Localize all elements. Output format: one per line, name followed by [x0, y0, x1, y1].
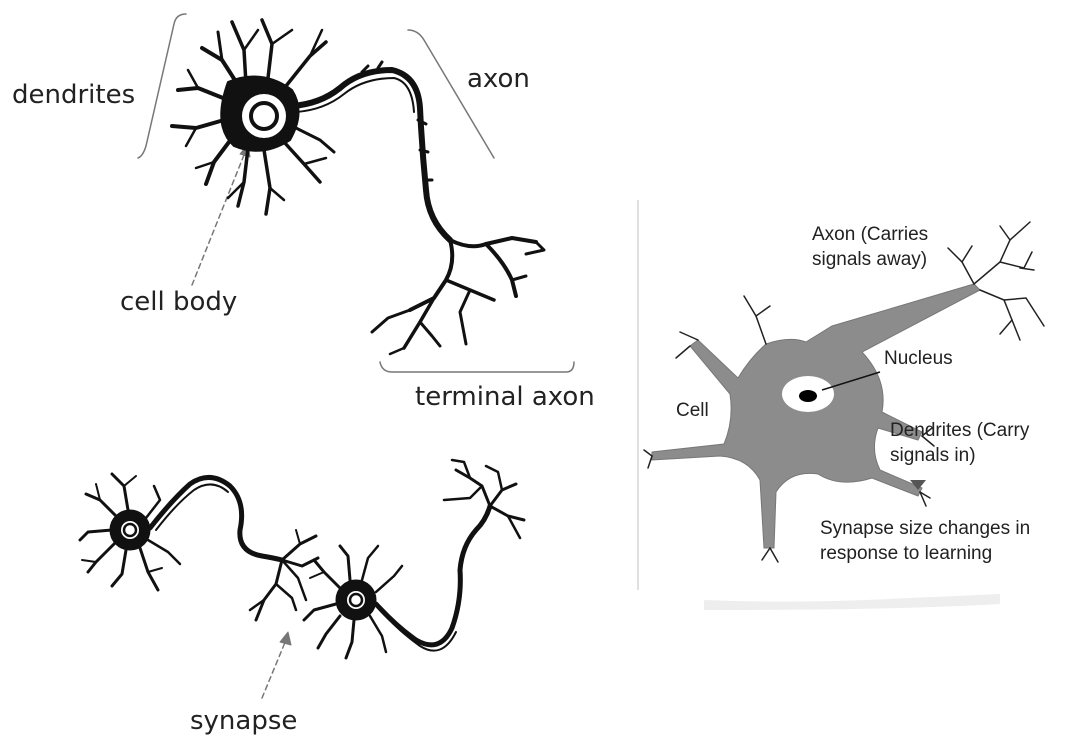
cell-body-label: cell body: [120, 287, 237, 317]
dendrites-carry-line1: Dendrites (Carry: [890, 418, 1029, 443]
synapse-size-line1: Synapse size changes in: [820, 516, 1030, 541]
axon-carries-label: Axon (Carries signals away): [812, 222, 928, 272]
axon-carries-line2: signals away): [812, 247, 928, 272]
cell-body-arrow: [192, 150, 246, 285]
cell-label: Cell: [676, 398, 709, 423]
neuron-a-axon: [150, 477, 282, 560]
synapse-neurons: [80, 460, 524, 698]
dendrites-label: dendrites: [12, 80, 135, 110]
axon-label: axon: [467, 64, 530, 94]
synapse-label: synapse: [190, 706, 297, 736]
dendrites-carry-label: Dendrites (Carry signals in): [890, 418, 1029, 468]
axon-carries-line1: Axon (Carries: [812, 222, 928, 247]
nucleus-label: Nucleus: [884, 346, 953, 371]
terminal-axon-label: terminal axon: [415, 382, 595, 412]
terminal-axon-bracket: [380, 362, 574, 372]
dendrites-carry-line2: signals in): [890, 443, 1029, 468]
top-axon: [292, 70, 450, 240]
synapse-arrow: [262, 640, 286, 698]
dendrites-bracket: [138, 14, 186, 158]
synapse-size-line2: response to learning: [820, 541, 1030, 566]
synapse-size-label: Synapse size changes in response to lear…: [820, 516, 1030, 566]
